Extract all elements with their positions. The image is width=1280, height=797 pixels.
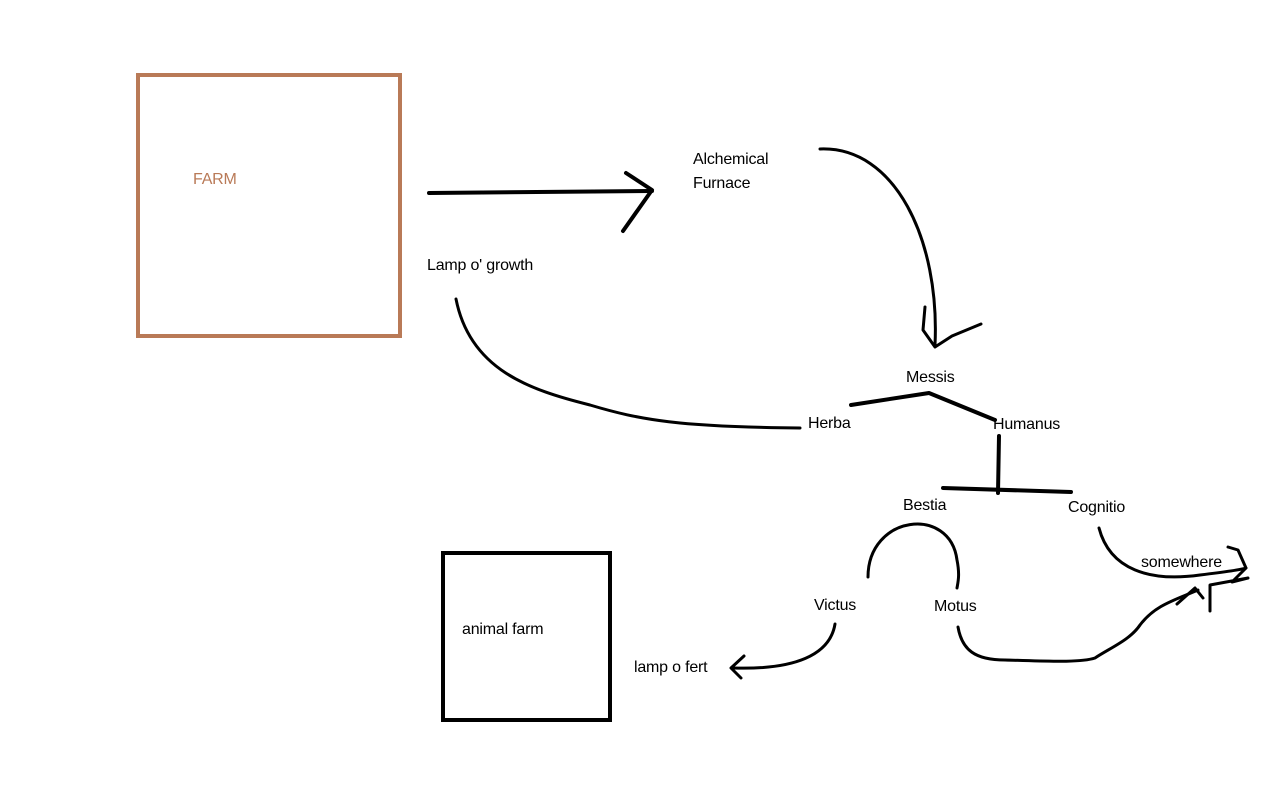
animal-farm-label: animal farm (462, 621, 544, 638)
victus-label: Victus (814, 597, 857, 614)
motus-arrow-head (1175, 586, 1205, 606)
lamp-growth-to-herba-curve (454, 297, 802, 430)
furnace-to-messis-arrow-head (921, 305, 983, 349)
motus-to-somewhere-curve (956, 588, 1200, 663)
victus-to-lamp-fert-arrow-head (729, 654, 746, 680)
alchemical-furnace-label-line1: Alchemical (693, 151, 769, 168)
somewhere-label: somewhere (1141, 554, 1222, 571)
messis-branch (849, 391, 997, 422)
victus-to-lamp-fert-curve (731, 622, 837, 670)
lamp-of-growth-label: Lamp o' growth (427, 257, 534, 274)
furnace-to-messis-curve (818, 147, 937, 347)
cognitio-to-somewhere-curve (1097, 526, 1248, 579)
lamp-of-fert-label: lamp o fert (634, 659, 708, 676)
humanus-stem (996, 434, 1001, 495)
messis-label: Messis (906, 369, 955, 386)
farm-label: FARM (193, 171, 237, 188)
farm-to-furnace-arrow-shaft (427, 189, 654, 195)
herba-label: Herba (808, 415, 851, 432)
animal-farm-box (441, 551, 612, 722)
farm-box (136, 73, 402, 338)
cognitio-arrow-head (1208, 545, 1250, 613)
farm-to-furnace-arrow-head (621, 171, 654, 233)
bestia-arch (866, 522, 961, 590)
humanus-branch (941, 486, 1073, 494)
motus-label: Motus (934, 598, 977, 615)
humanus-label: Humanus (993, 416, 1061, 433)
bestia-label: Bestia (903, 497, 947, 514)
alchemical-furnace-label-line2: Furnace (693, 175, 751, 192)
cognitio-label: Cognitio (1068, 499, 1126, 516)
